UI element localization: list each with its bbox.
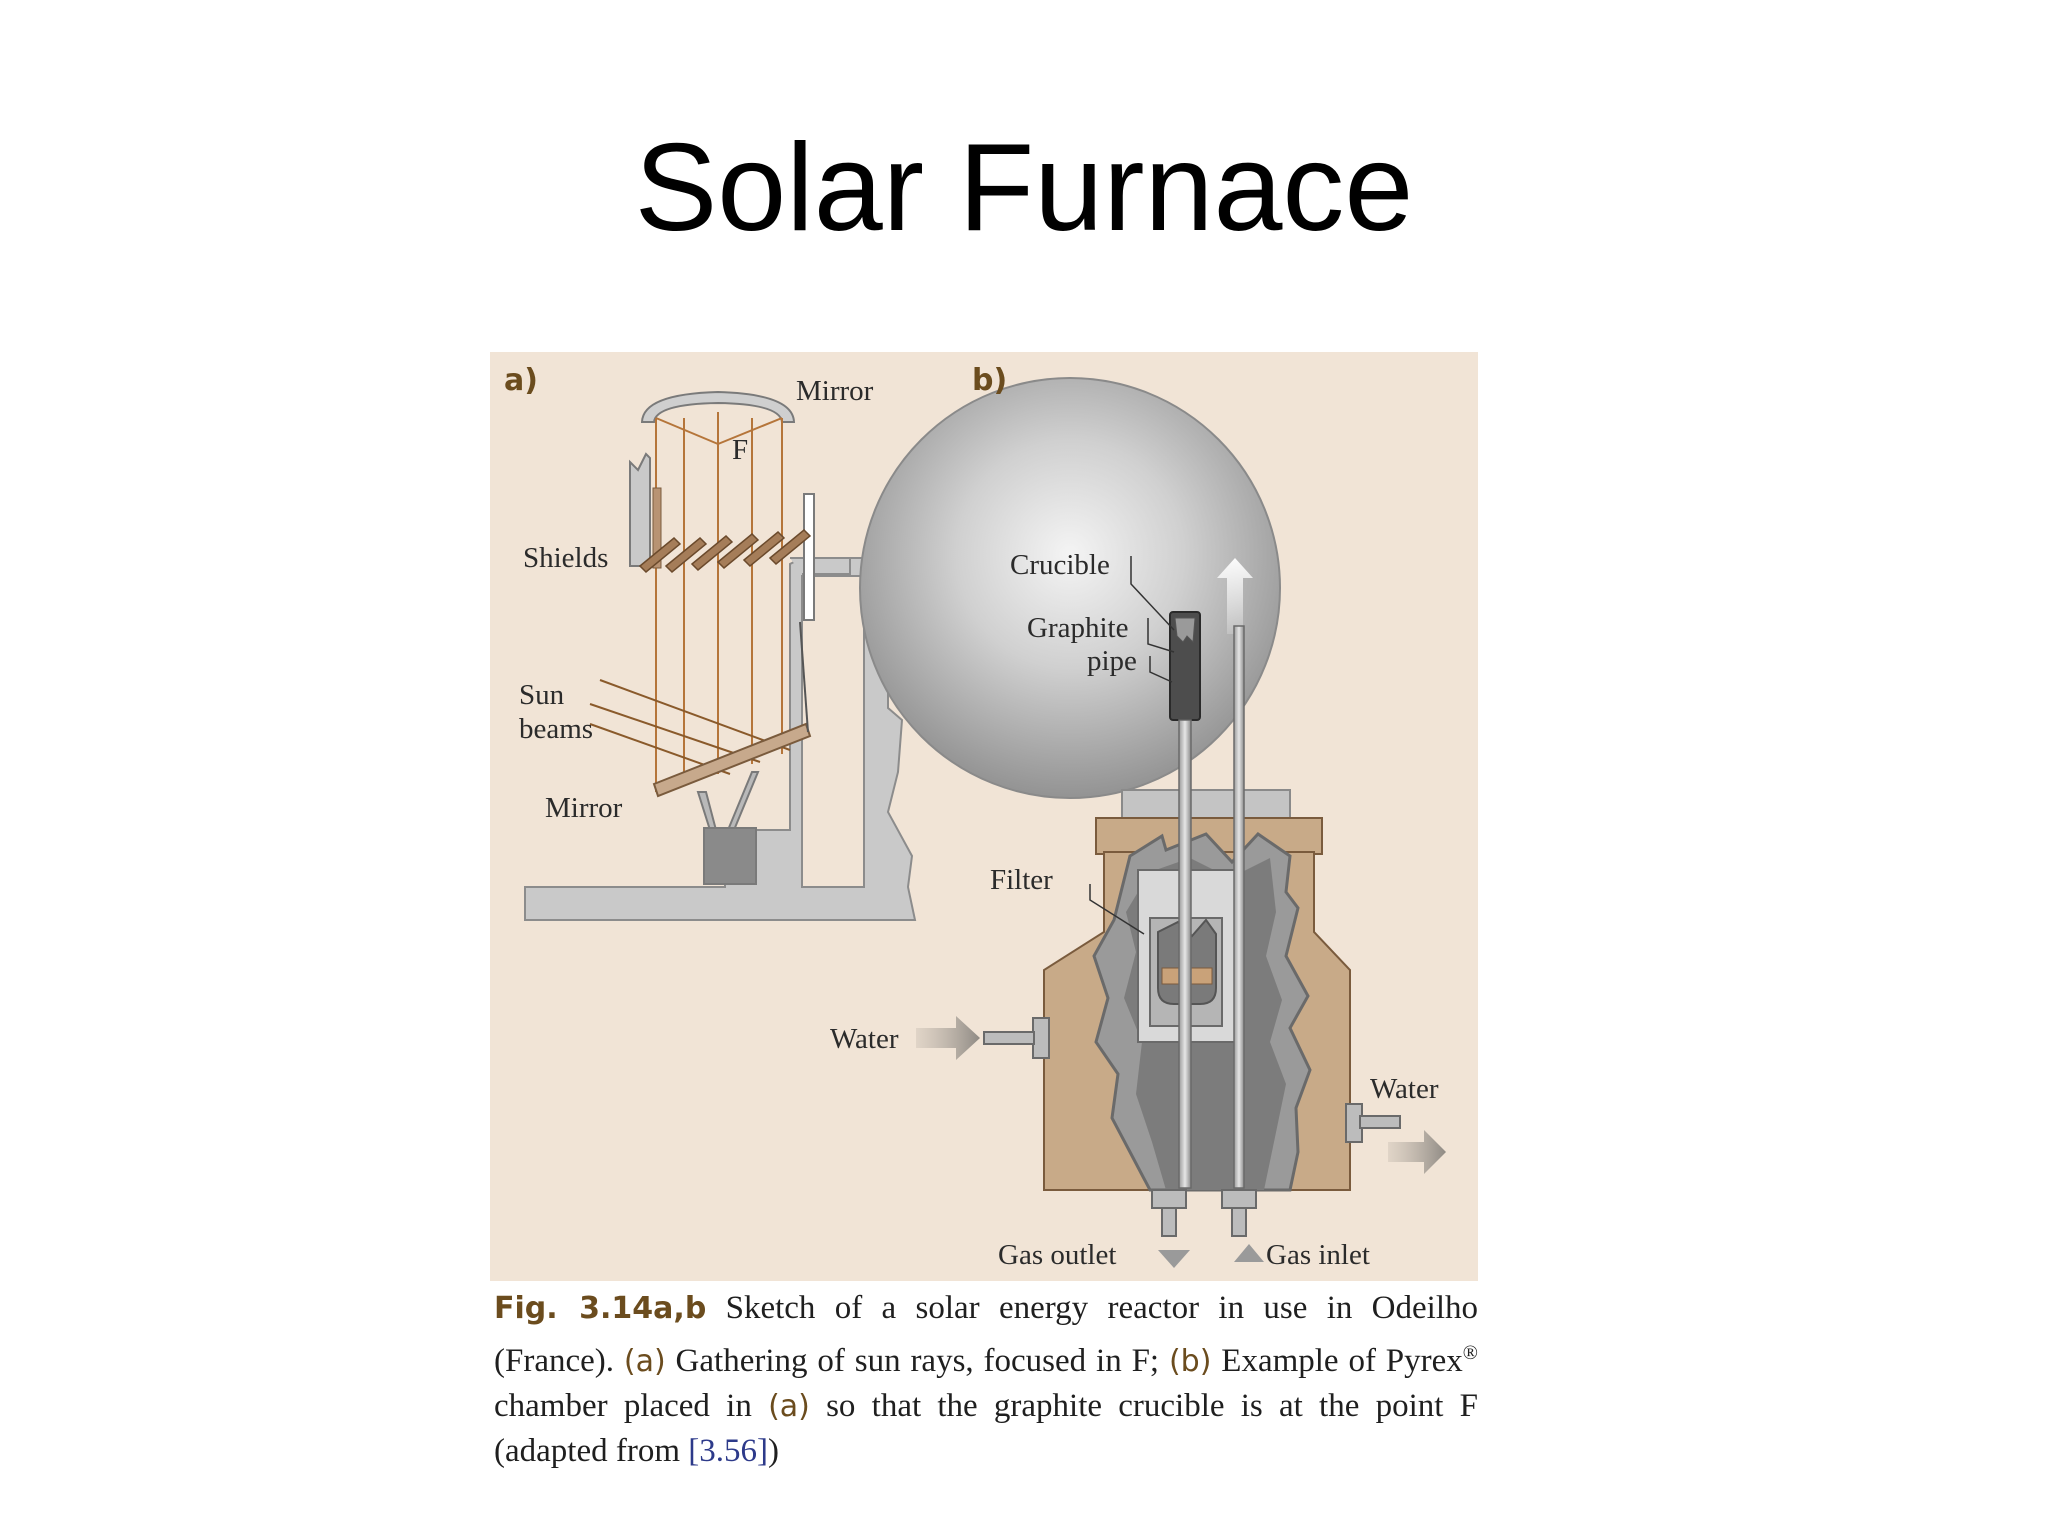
water-outlet-fitting — [1345, 1103, 1401, 1143]
mirror-stand — [696, 771, 760, 885]
caption-text-part3: Example of Pyrex — [1211, 1343, 1463, 1379]
slide-title: Solar Furnace — [634, 119, 1414, 257]
tower-inner-wall — [801, 575, 865, 888]
caption-ref-a: (a) — [623, 1344, 666, 1379]
gas-inlet-pipe — [1233, 625, 1245, 1189]
sun-beams-label-line1: Sun — [519, 679, 565, 711]
gas-outlet-label: Gas outlet — [998, 1239, 1116, 1271]
crucible-label: Crucible — [1010, 549, 1110, 581]
caption-registered-mark: ® — [1462, 1342, 1478, 1364]
caption-text-part2: Gathering of sun rays, focused in F; — [665, 1343, 1169, 1379]
label-leader-lines — [1089, 556, 1175, 935]
sun-beams-label-line2: beams — [519, 713, 593, 745]
left-shield-bar — [652, 487, 662, 569]
panel-a-solar-furnace-sketch: a) Mirror F Shields Sun beams Mirror — [504, 363, 917, 921]
caption-citation-link[interactable]: [3.56] — [688, 1433, 768, 1469]
mirror-bottom-label: Mirror — [545, 792, 623, 824]
pyrex-globe — [859, 377, 1281, 799]
solar-furnace-figure: a) Mirror F Shields Sun beams Mirror — [490, 352, 1478, 1281]
caption-text-part5: so that the graphite crucible is at the … — [494, 1388, 1478, 1469]
shields-label: Shields — [523, 542, 608, 574]
water-out-label: Water — [1370, 1073, 1439, 1105]
crucible — [1174, 617, 1196, 644]
water-in-arrow-icon — [916, 1016, 980, 1060]
caption-text-part6: ) — [767, 1433, 779, 1469]
bottom-mirror — [652, 722, 812, 798]
caption-text-part4: chamber placed in — [494, 1388, 769, 1424]
filter-label: Filter — [990, 864, 1053, 896]
caption-ref-a2: (a) — [768, 1389, 810, 1424]
caption-ref-b: (b) — [1168, 1344, 1212, 1379]
bottom-fittings — [1151, 1189, 1257, 1237]
left-shield — [629, 452, 651, 567]
caption-figure-label: Fig. 3.14a,b — [494, 1291, 707, 1326]
graphite-pipe-label-line1: Graphite — [1027, 612, 1128, 644]
graphite-pipe-label-line2: pipe — [1087, 645, 1137, 677]
panel-b-pyrex-chamber: b) Crucible Graphite pipe Filter Water W… — [830, 363, 1446, 1271]
panel-b-label: b) — [972, 363, 1007, 398]
focus-label: F — [732, 434, 748, 466]
gas-outlet-arrow-icon — [1158, 1250, 1190, 1268]
gas-inlet-label: Gas inlet — [1266, 1239, 1370, 1271]
water-out-arrow-icon — [1388, 1130, 1446, 1174]
panel-a-label: a) — [504, 363, 538, 398]
right-shield — [803, 493, 815, 621]
heat-arrow-icon — [1217, 558, 1253, 634]
mirror-top-label: Mirror — [796, 375, 874, 407]
gas-outlet-pipe — [1178, 719, 1192, 1189]
top-mirror — [640, 390, 796, 423]
gas-inlet-arrow-icon — [1234, 1244, 1264, 1262]
vertical-light-beams — [655, 412, 783, 792]
water-inlet-fitting — [983, 1017, 1050, 1059]
figure-caption: Fig. 3.14a,b Sketch of a solar energy re… — [494, 1286, 1478, 1474]
mirror-support-line — [799, 621, 809, 733]
water-in-label: Water — [830, 1023, 899, 1055]
caption-text-part1: Sketch of a solar energy reactor in use … — [494, 1290, 1478, 1379]
shield-louvers — [638, 528, 812, 574]
globe-collar — [1121, 789, 1291, 821]
